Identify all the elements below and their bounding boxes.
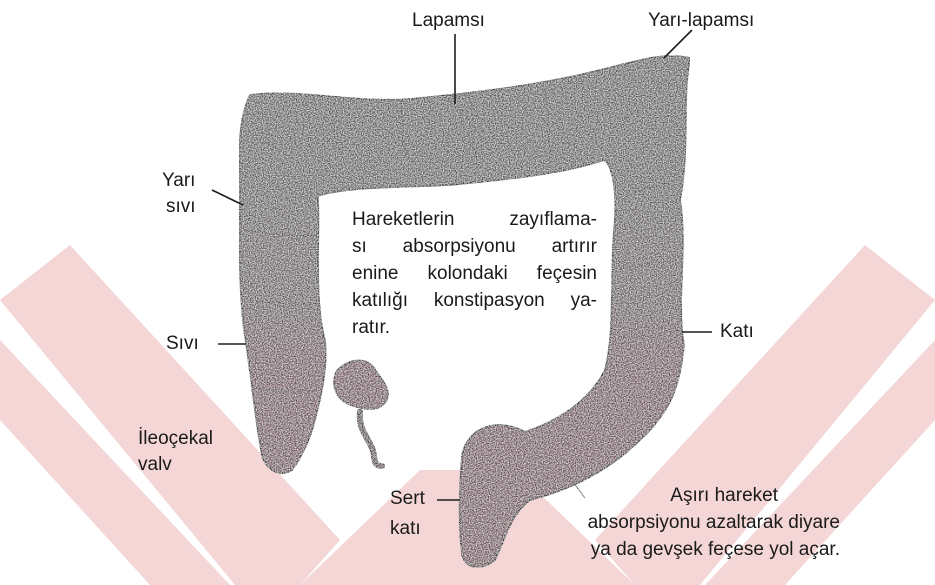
- description-bottom: Aşırı hareket absorpsiyonu azaltarak diy…: [520, 482, 840, 563]
- description-bottom-line: ya da gevşek feçese yol açar.: [520, 536, 840, 563]
- description-bottom-line: absorpsiyonu azaltarak diyare: [520, 509, 840, 536]
- label-valve-2: valv: [138, 454, 172, 476]
- pointer-left-upper: [212, 190, 243, 205]
- description-center-line: katılığı konstipasyon ya-: [352, 287, 597, 314]
- description-bottom-line: Aşırı hareket: [520, 482, 840, 509]
- description-center-line: Hareketlerin zayıflama-: [352, 206, 597, 233]
- description-center-line: enine kolondaki feçesin: [352, 260, 597, 287]
- appendix: [360, 412, 382, 466]
- label-right-middle: Katı: [720, 321, 754, 343]
- description-center: Hareketlerin zayıflama- sı absorpsiyonu …: [352, 206, 597, 341]
- label-top-right: Yarı-lapamsı: [648, 10, 754, 32]
- pointer-top-right: [664, 30, 692, 58]
- label-bottom-2: katı: [390, 518, 421, 540]
- label-top: Lapamsı: [412, 10, 485, 32]
- label-left-upper-1: Yarı: [162, 170, 195, 192]
- description-center-line: sı absorpsiyonu artırır: [352, 233, 597, 260]
- label-bottom-1: Sert: [390, 488, 425, 510]
- cecum: [334, 360, 388, 409]
- label-left-upper-2: sıvı: [166, 196, 196, 218]
- label-valve-1: İleoçekal: [138, 428, 213, 450]
- description-center-line: ratır.: [352, 314, 597, 341]
- label-left-middle: Sıvı: [166, 333, 199, 355]
